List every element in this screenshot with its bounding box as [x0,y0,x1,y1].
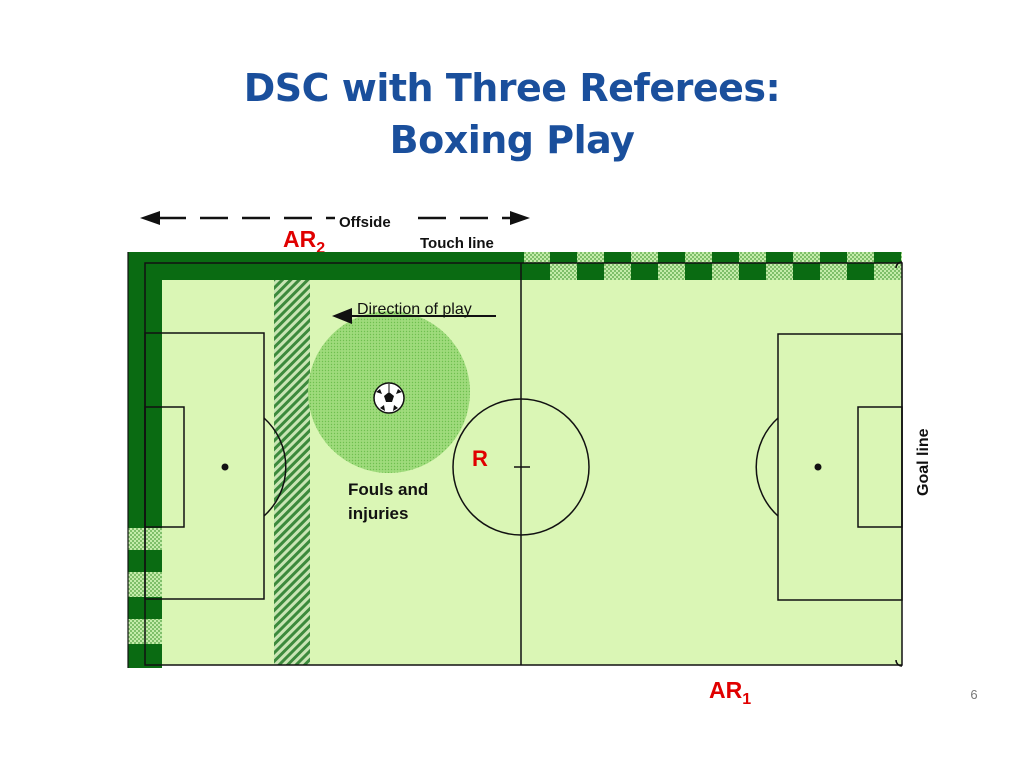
left-goal-area [144,406,185,528]
right-goal-area [857,406,903,528]
left-penalty-spot [221,463,229,471]
soccer-ball-icon [373,382,405,414]
left-penalty-arc [263,417,287,517]
fouls-label-line-2: injuries [348,504,408,523]
direction-of-play-label: Direction of play [357,301,472,318]
right-penalty-spot [814,463,822,471]
referee-label: R [472,446,488,471]
soccer-field [127,252,903,668]
playing-surface [162,280,902,665]
top-band-checker [524,252,902,280]
goal-line-label: Goal line [915,428,932,496]
assistant-referee-2-label: AR2 [283,226,325,257]
touch-line-label: Touch line [420,235,494,252]
offside-label: Offside [339,214,391,231]
corner-arc-top-right [895,261,903,269]
slide-title: DSC with Three Referees: Boxing Play [0,62,1024,166]
offside-arrow [140,211,530,225]
slide-number: 6 [970,687,978,702]
center-circle [452,398,590,536]
corner-arc-bottom-right [895,659,903,667]
direction-of-play-arrow [332,308,496,324]
fouls-label-line-1: Fouls and [348,480,428,499]
offside-line-strip [274,280,310,665]
slide-title-line-1: DSC with Three Referees: [243,66,781,110]
right-penalty-arc [755,417,779,517]
slide-title-line-2: Boxing Play [389,118,635,162]
assistant-referee-1-label: AR1 [709,677,751,708]
